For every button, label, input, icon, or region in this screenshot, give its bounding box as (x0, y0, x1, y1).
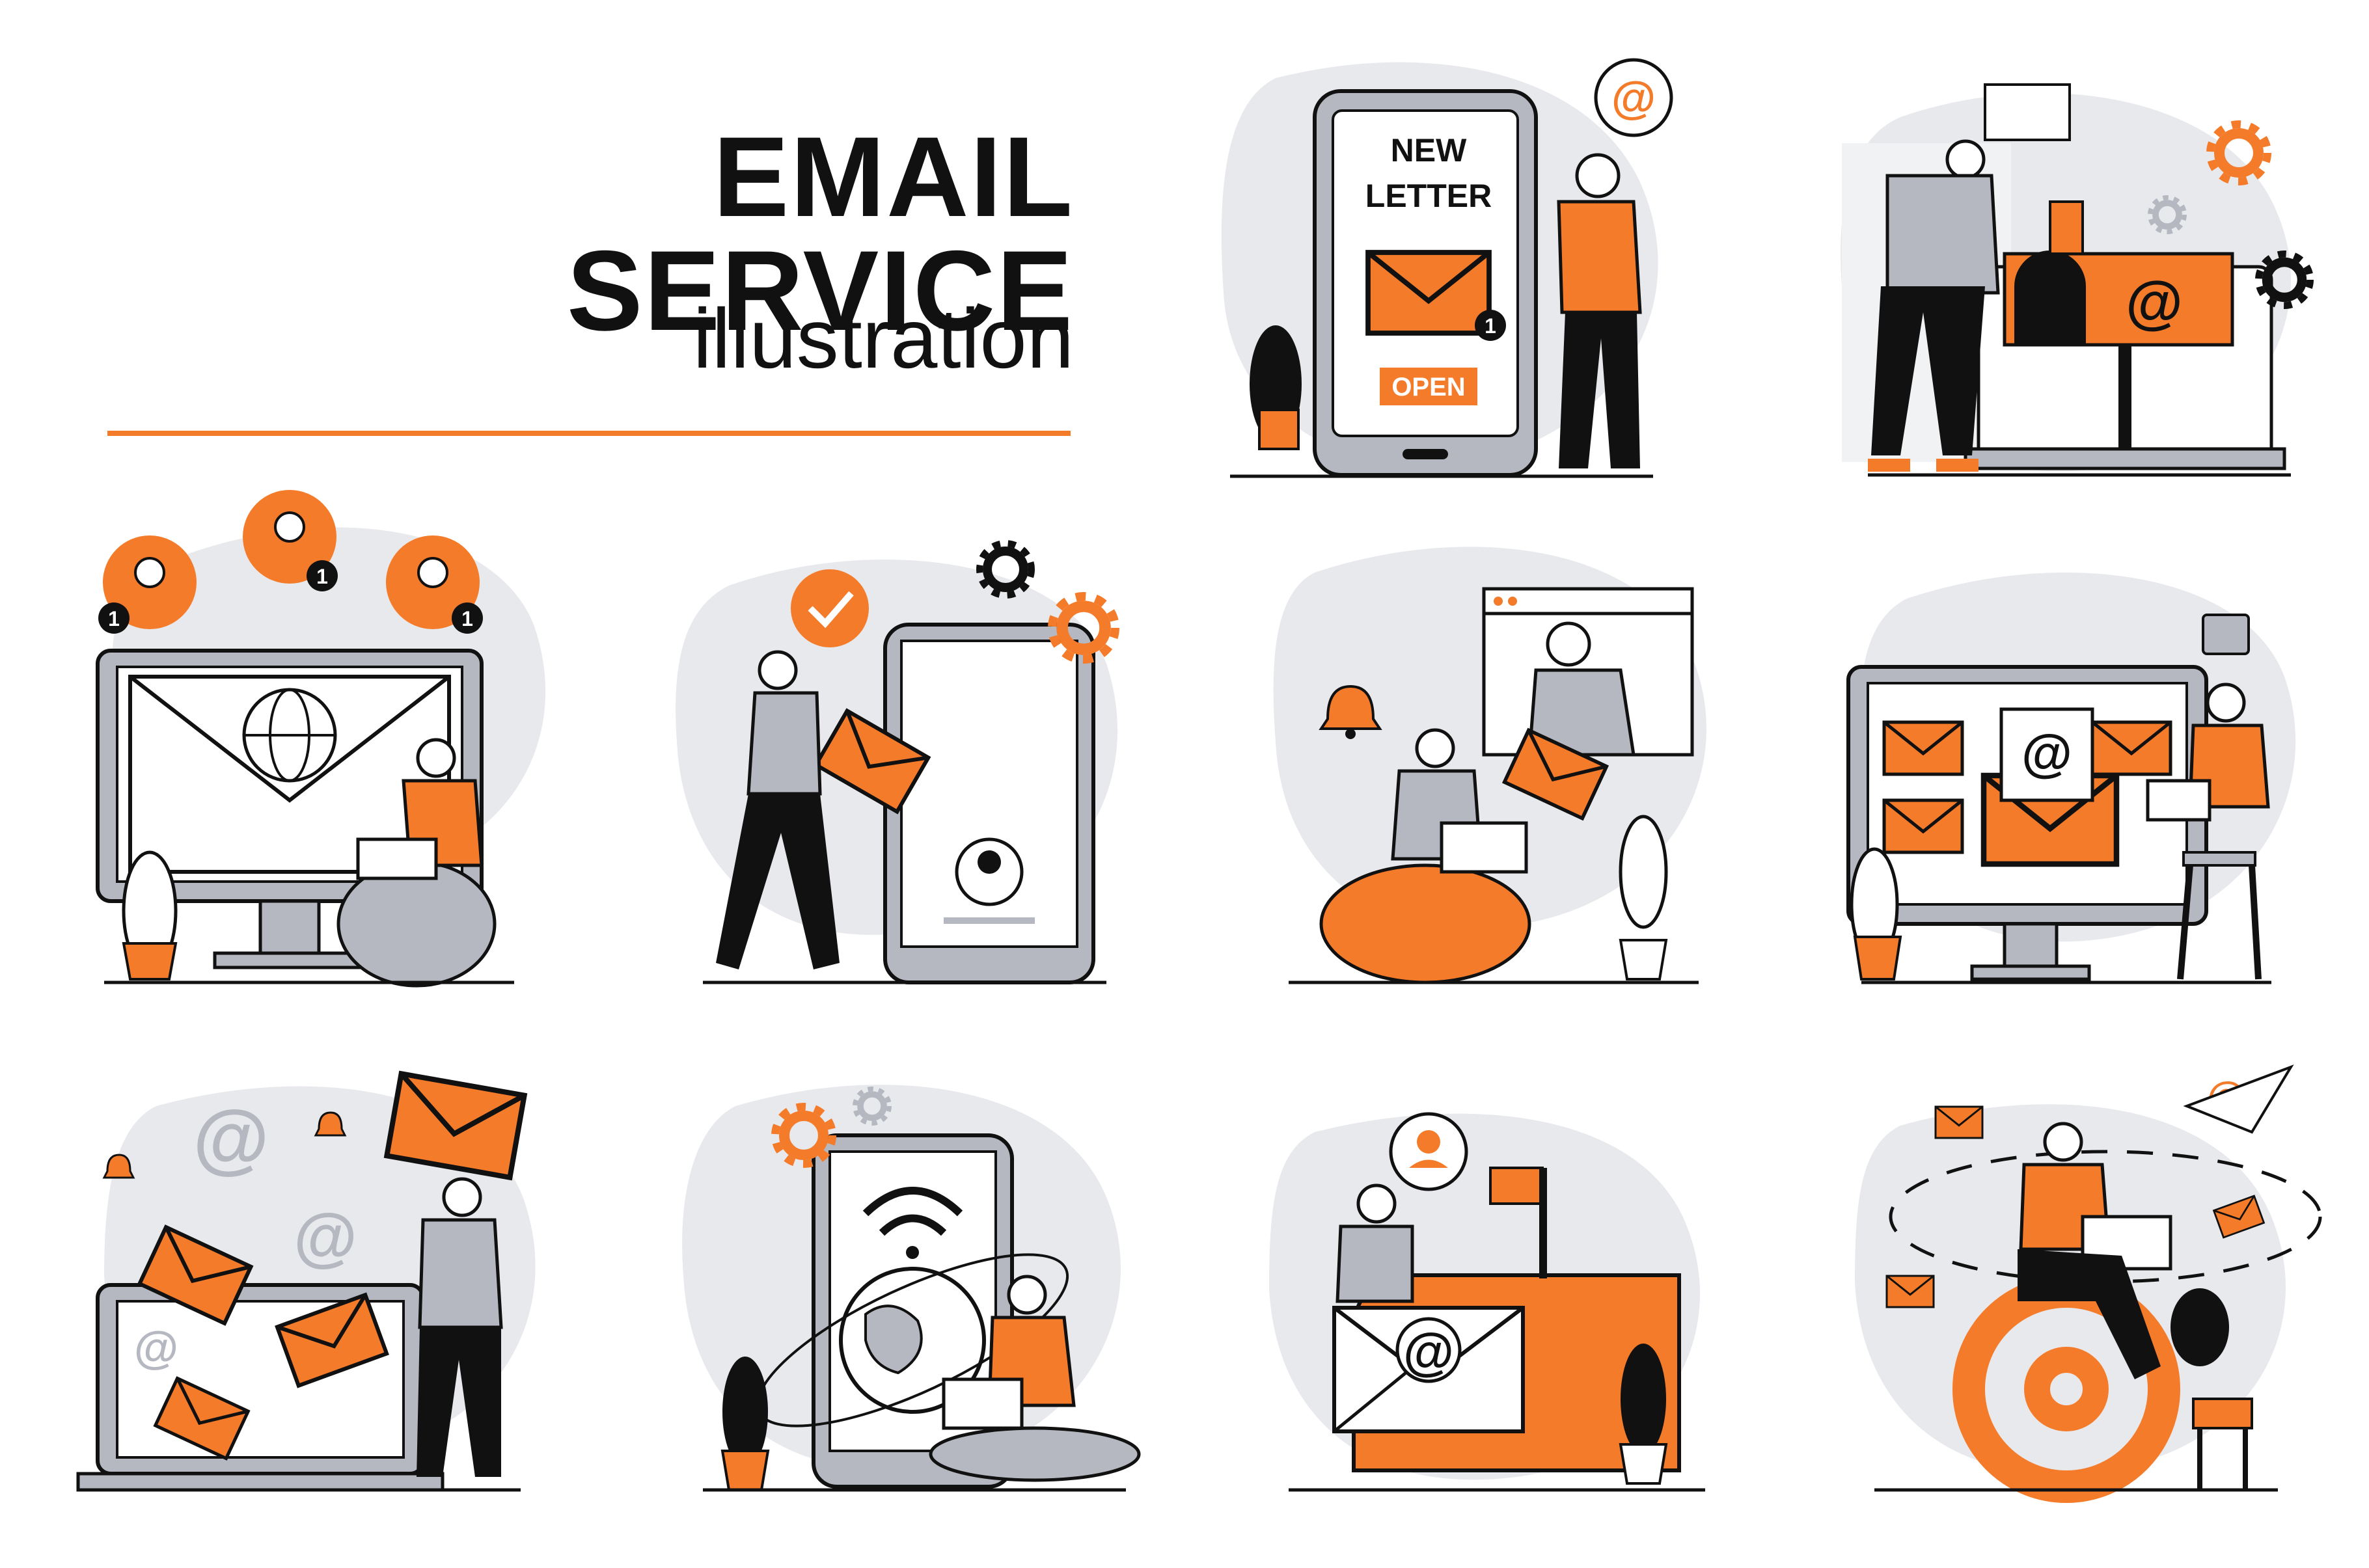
laptop (942, 1377, 1024, 1430)
page-subtitle: illustration (692, 291, 1074, 386)
at-icon: @ (294, 1200, 357, 1273)
scene-mailbox: @ (1841, 83, 2314, 477)
scene-big-mailbox: @ (1269, 1112, 1705, 1492)
envelope-icon (1885, 1275, 1935, 1308)
notification-badge-2: 1 (316, 565, 328, 588)
wifi-icon (862, 1187, 963, 1259)
scene-video-call (1273, 547, 1706, 984)
envelope-icon (1368, 252, 1489, 333)
bell-icon (314, 1111, 347, 1137)
new-letter-line2: LETTER (1365, 178, 1492, 214)
at-icon: @ (134, 1322, 178, 1373)
person-shirt (1557, 200, 1642, 314)
chat-bubble-icon (1984, 83, 2071, 141)
mailbox-at: @ (2126, 270, 2183, 335)
envelope-icon (387, 1074, 524, 1177)
title-divider (107, 431, 1071, 436)
notification-badge-1: 1 (108, 607, 120, 630)
envelope-icon (1934, 1105, 1984, 1139)
phone-badge: 1 (1485, 314, 1496, 338)
page-title: EMAIL SERVICE (566, 114, 1074, 355)
laptop (356, 837, 438, 880)
open-button (1380, 368, 1477, 405)
paper-plane-icon (2183, 1064, 2294, 1134)
open-button-label: OPEN (1391, 373, 1465, 401)
gear-icon (2254, 250, 2314, 310)
scene-sending-at: @ (1855, 1064, 2322, 1503)
notification-badge-3: 1 (461, 607, 473, 630)
at-icon: @ (193, 1094, 269, 1182)
gear-icon (976, 540, 1035, 599)
scene-phone-handoff (676, 540, 1117, 984)
laptop (1440, 821, 1528, 874)
svg-text:@: @ (1611, 72, 1656, 123)
notification-bubbles: 1 1 1 (98, 490, 483, 634)
gear-icon (2147, 195, 2187, 235)
person-head (1575, 153, 1621, 198)
bell-icon (1319, 684, 1382, 739)
scene-inbox-monitor: @ (1846, 573, 2296, 984)
big-envelope-at: @ (1403, 1323, 1454, 1381)
at-bubble-icon (1594, 58, 1673, 137)
new-letter-line1: NEW (1391, 132, 1467, 169)
scene-laptop-envelopes: @ @ @ (76, 1074, 536, 1492)
plant-pot (1258, 409, 1300, 450)
person-pants (1559, 312, 1640, 468)
bean-bag (1319, 863, 1531, 984)
gear-icon (852, 1086, 892, 1126)
scene-globe-wifi-phone (682, 1085, 1141, 1492)
inbox-at: @ (2021, 724, 2072, 782)
bell-icon (102, 1154, 135, 1179)
thumbs-up-icon (2202, 614, 2250, 655)
check-icon (791, 569, 869, 647)
scene-notifications-monitor: 1 1 1 (96, 490, 546, 988)
scene-new-letter-phone: NEW LETTER 1 OPEN @ (1221, 58, 1673, 478)
laptop (2146, 779, 2212, 822)
bean-bag (336, 860, 497, 988)
